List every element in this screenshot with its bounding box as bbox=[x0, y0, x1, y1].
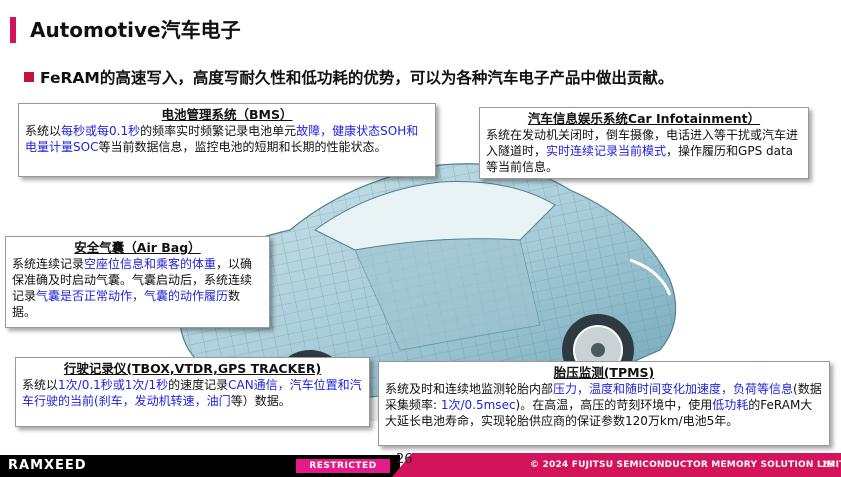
callout-tpms-title: 胎压监测(TPMS) bbox=[553, 365, 655, 380]
footer-accent-band bbox=[392, 453, 841, 477]
callout-infotainment: 汽车信息娱乐系统Car Infotainment） 系统在发动机关闭时，倒车摄像… bbox=[479, 107, 809, 179]
callout-driving-recorder: 行驶记录仪(TBOX,VTDR,GPS TRACKER) 系统以1次/0.1秒或… bbox=[15, 357, 370, 427]
restricted-badge: RESTRICTED bbox=[296, 459, 390, 473]
subtitle: FeRAM的高速写入，高度写耐久性和低功耗的优势，可以为各种汽车电子产品中做出贡… bbox=[24, 66, 673, 88]
callout-infotainment-body: 系统在发动机关闭时，倒车摄像，电话进入等干扰或汽车进入隧道时，实时连续记录当前模… bbox=[486, 128, 799, 174]
page-number-right: 26 bbox=[822, 460, 834, 470]
callout-recorder-title: 行驶记录仪(TBOX,VTDR,GPS TRACKER) bbox=[63, 361, 322, 376]
callout-airbag-body: 系统连续记录空座位信息和乘客的体重，以确保准确及时启动气囊。气囊启动后，系统连续… bbox=[12, 257, 253, 319]
callout-tpms-body: 系统及时和连续地监测轮胎内部压力，温度和随时间变化加速度，负荷等信息(数据采集频… bbox=[385, 382, 822, 428]
copyright-text: © 2024 FUJITSU SEMICONDUCTOR MEMORY SOLU… bbox=[530, 460, 841, 470]
callout-tpms: 胎压监测(TPMS) 系统及时和连续地监测轮胎内部压力，温度和随时间变化加速度，… bbox=[378, 361, 830, 446]
ramxeed-logo: RAMXEED bbox=[8, 458, 87, 473]
page-number-center: 26 bbox=[396, 452, 413, 467]
subtitle-text: FeRAM的高速写入，高度写耐久性和低功耗的优势，可以为各种汽车电子产品中做出贡… bbox=[40, 69, 674, 87]
callout-bms-body: 系统以每秒或每0.1秒的频率实时频繁记录电池单元故障，健康状态SOH和电量计量S… bbox=[25, 124, 419, 154]
callout-airbag: 安全气囊（Air Bag） 系统连续记录空座位信息和乘客的体重，以确保准确及时启… bbox=[5, 236, 270, 328]
square-bullet-icon bbox=[24, 72, 34, 82]
callout-bms: 电池管理系统（BMS） 系统以每秒或每0.1秒的频率实时频繁记录电池单元故障，健… bbox=[18, 103, 436, 177]
callout-infotainment-title: 汽车信息娱乐系统Car Infotainment） bbox=[527, 111, 761, 126]
page-title: Automotive汽车电子 bbox=[30, 18, 241, 42]
callout-airbag-title: 安全气囊（Air Bag） bbox=[74, 240, 201, 255]
title-accent-bar bbox=[10, 17, 16, 43]
callout-recorder-body: 系统以1次/0.1秒或1次/1秒的速度记录CAN通信，汽车位置和汽车行驶的当前(… bbox=[22, 378, 362, 408]
callout-bms-title: 电池管理系统（BMS） bbox=[161, 107, 293, 122]
